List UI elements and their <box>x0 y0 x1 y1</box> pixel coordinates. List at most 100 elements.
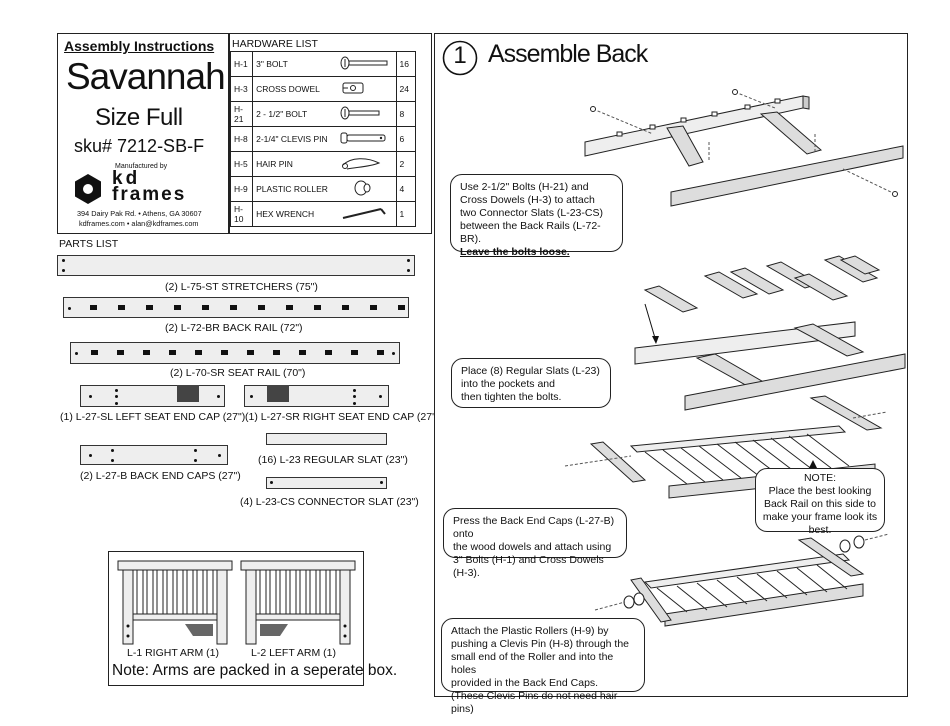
instr1-line: between the Back Rails (L-72-BR). <box>460 220 601 245</box>
rail-slot <box>351 350 358 355</box>
right-seat-cap-label: (1) L-27-SR RIGHT SEAT END CAP (27") <box>245 411 440 423</box>
instr3-line: Press the Back End Caps (L-27-B) onto <box>453 515 615 540</box>
connector-slat-label: (4) L-23-CS CONNECTOR SLAT (23") <box>240 496 419 508</box>
instr2-line: then tighten the bolts. <box>461 391 562 403</box>
hardware-name: 2 - 1/2" BOLT <box>252 101 336 127</box>
rail-slot <box>230 305 237 310</box>
stretcher-label: (2) L-75-ST STRETCHERS (75") <box>165 281 318 293</box>
hex-wrench-icon <box>339 208 389 222</box>
back-rail-part <box>63 297 409 318</box>
instr3-line: the wood dowels and attach using <box>453 541 612 553</box>
back-end-cap-label: (2) L-27-B BACK END CAPS (27") <box>80 470 241 482</box>
rail-slot <box>146 305 153 310</box>
hardware-code: H-3 <box>229 76 254 102</box>
rail-slot <box>90 305 97 310</box>
assembly-title: Assembly Instructions <box>64 38 215 54</box>
rail-slot <box>117 350 124 355</box>
rail-slot <box>342 305 349 310</box>
short-bolt-icon <box>339 106 389 122</box>
step-title: Assemble Back <box>488 40 648 68</box>
roller-icon <box>339 180 389 198</box>
rail-slot <box>195 350 202 355</box>
rail-slot <box>202 305 209 310</box>
rail-slot <box>258 305 265 310</box>
web: kdframes.com • alan@kdframes.com <box>79 219 199 228</box>
arms-note: Note: Arms are packed in a seperate box. <box>112 662 398 679</box>
hardware-code: H-10 <box>229 201 254 227</box>
hardware-qty: 6 <box>395 126 417 152</box>
hardware-code: H-21 <box>229 101 254 127</box>
hardware-code: H-1 <box>229 51 254 77</box>
hardware-qty: 4 <box>395 176 417 202</box>
back-rail-label: (2) L-72-BR BACK RAIL (72") <box>165 322 303 334</box>
note-line: make your frame look its <box>762 511 878 523</box>
instr4-line: (These Clevis Pins do not need hair pins… <box>451 690 618 715</box>
step-number: 1 <box>453 42 467 69</box>
clevis-pin-icon <box>339 132 389 147</box>
instr1-line: two Connector Slats (L-23-CS) <box>460 207 603 219</box>
hardware-title: HARDWARE LIST <box>232 38 318 50</box>
rail-slot <box>286 305 293 310</box>
rail-slot <box>273 350 280 355</box>
hair-pin-icon <box>339 158 389 173</box>
connector-slat-part <box>266 477 387 489</box>
rail-slot <box>221 350 228 355</box>
rail-slot <box>91 350 98 355</box>
back-end-cap-part <box>80 445 228 465</box>
hardware-name: 2-1/4" CLEVIS PIN <box>252 126 336 152</box>
note-line: best. <box>808 524 832 536</box>
product-size: Size Full <box>95 104 183 131</box>
right-arm-drawing <box>117 560 233 645</box>
instr4-line: Attach the Plastic Rollers (H-9) by <box>451 625 609 637</box>
instr1-line: Use 2-1/2" Bolts (H-21) and <box>460 181 589 193</box>
left-arm-label: L-2 LEFT ARM (1) <box>251 647 336 659</box>
brand-frames: frames <box>112 184 187 205</box>
rail-slot <box>325 350 332 355</box>
rail-slot <box>377 350 384 355</box>
rail-slot <box>143 350 150 355</box>
header-divider <box>228 34 230 233</box>
rail-slot <box>169 350 176 355</box>
right-arm-label: L-1 RIGHT ARM (1) <box>127 647 219 659</box>
cross-dowel-icon <box>339 82 389 97</box>
left-seat-cap-part <box>80 385 225 407</box>
instruction-2: Place (8) Regular Slats (L-23) into the … <box>451 358 611 408</box>
seat-rail-part <box>70 342 400 364</box>
instr1-line: Cross Dowels (H-3) to attach <box>460 194 595 206</box>
left-seat-cap-label: (1) L-27-SL LEFT SEAT END CAP (27") <box>60 411 246 423</box>
instr4-line: small end of the Roller and into the hol… <box>451 651 614 676</box>
note-bubble: NOTE: Place the best looking Back Rail o… <box>755 468 885 536</box>
rail-slot <box>118 305 125 310</box>
address: 394 Dairy Pak Rd. • Athens, GA 30607 <box>77 209 202 218</box>
rail-slot <box>174 305 181 310</box>
instruction-3: Press the Back End Caps (L-27-B) onto th… <box>443 508 627 579</box>
hardware-qty: 1 <box>395 201 417 227</box>
hardware-code: H-5 <box>229 151 254 177</box>
rail-slot <box>314 305 321 310</box>
manufactured-by: Manufactured by <box>115 163 168 170</box>
note-line: NOTE: <box>803 472 837 484</box>
step-panel: 1 Assemble Back <box>434 33 908 715</box>
instr3-line: 3" Bolts (H-1) and Cross Dowels (H-3). <box>453 554 604 579</box>
right-seat-cap-part <box>244 385 389 407</box>
arms-box: L-1 RIGHT ARM (1) L-2 LEFT ARM (1) Note:… <box>108 551 397 686</box>
hardware-qty: 2 <box>395 151 417 177</box>
hardware-qty: 16 <box>395 51 417 77</box>
note-line: Back Rail on this side to <box>763 498 877 510</box>
hardware-qty: 24 <box>395 76 417 102</box>
parts-title: PARTS LIST <box>59 238 119 250</box>
hardware-name: PLASTIC ROLLER <box>252 176 336 202</box>
product-name: Savannah <box>66 56 226 97</box>
instruction-1: Use 2-1/2" Bolts (H-21) and Cross Dowels… <box>450 174 623 258</box>
instr2-line: Place (8) Regular Slats (L-23) <box>461 365 600 377</box>
hardware-code: H-9 <box>229 176 254 202</box>
rail-slot <box>370 305 377 310</box>
left-arm-drawing <box>240 560 356 645</box>
instruction-4: Attach the Plastic Rollers (H-9) by push… <box>441 618 645 715</box>
instr2-line: into the pockets and <box>461 378 555 390</box>
